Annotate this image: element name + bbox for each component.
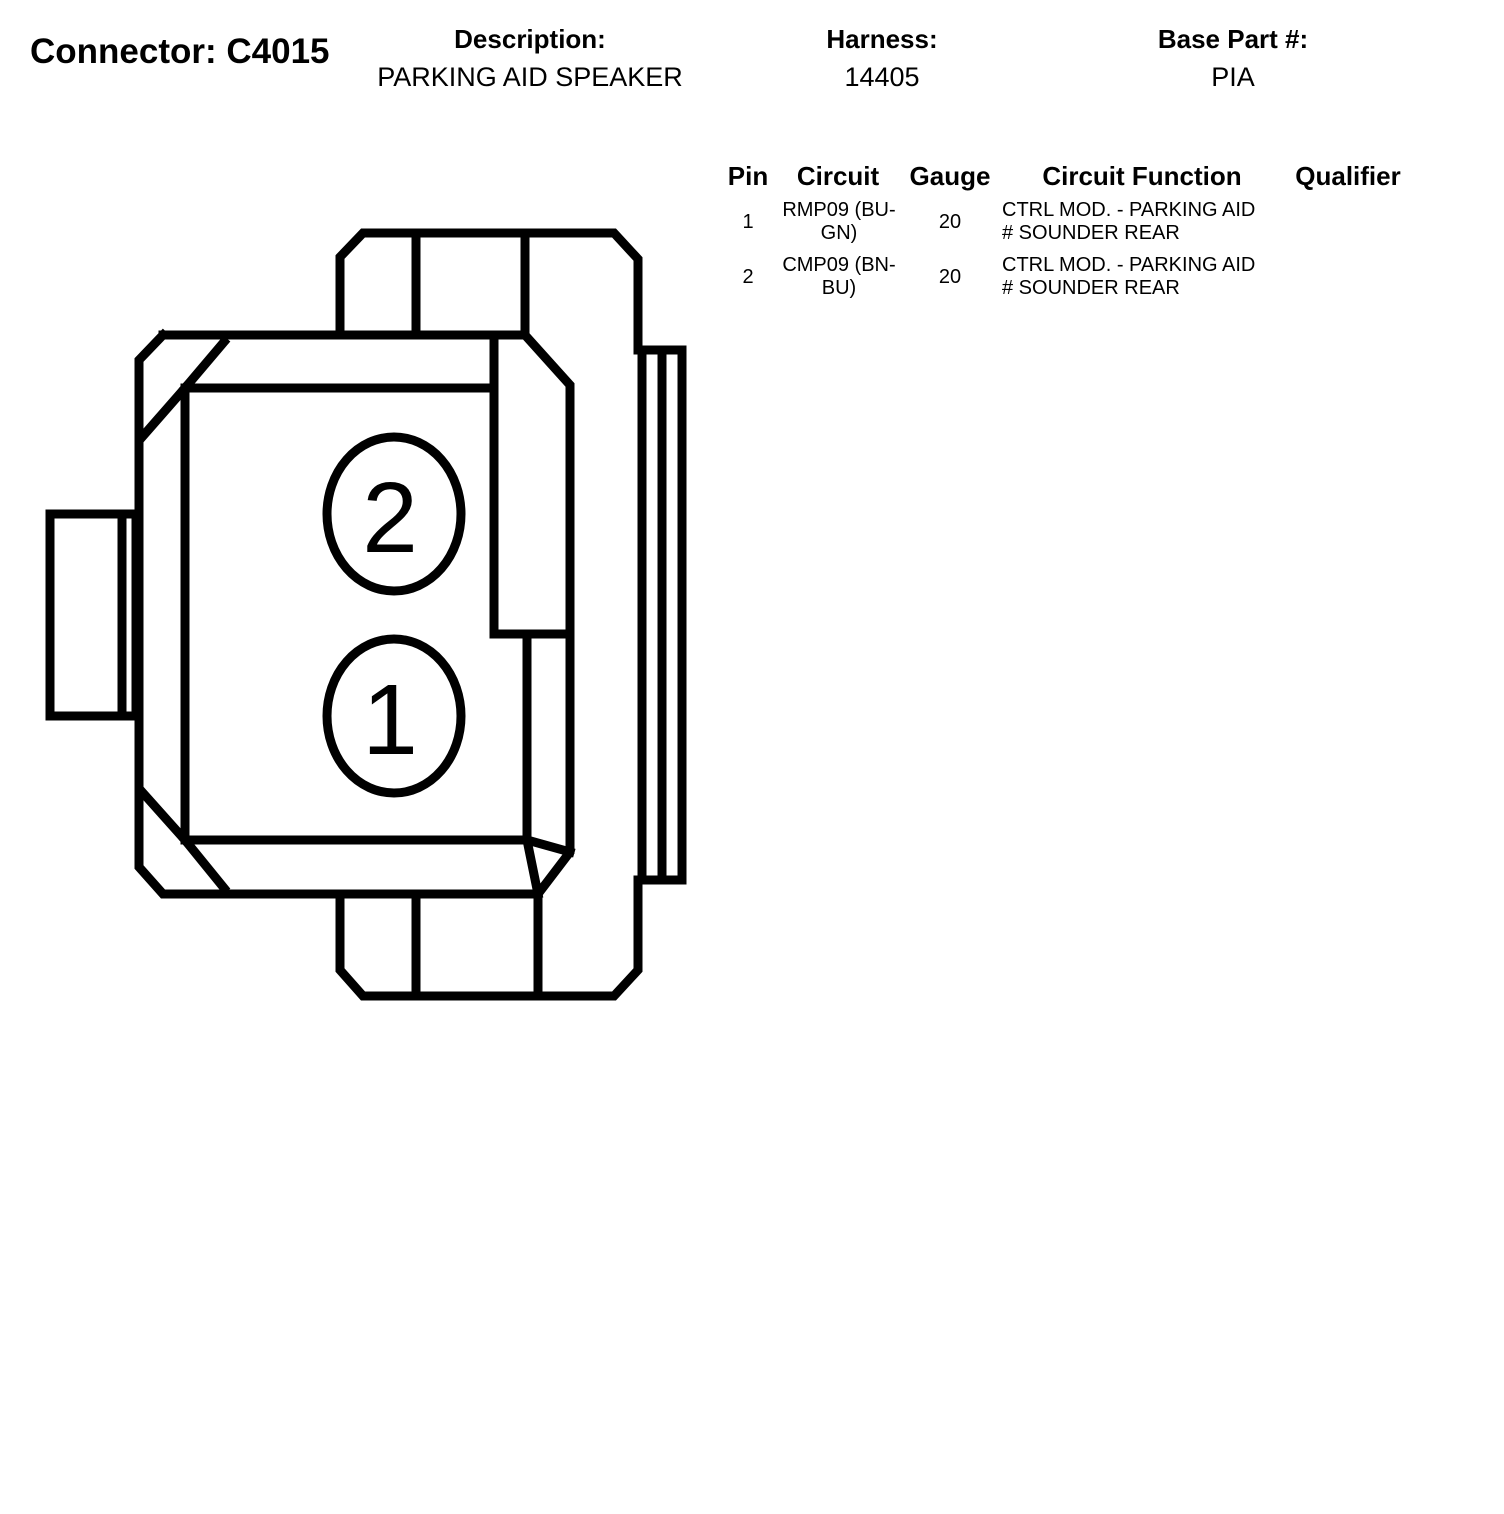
- function-cell: CTRL MOD. - PARKING AID # SOUNDER REAR: [1002, 254, 1292, 300]
- column-header-gauge: Gauge: [909, 161, 991, 191]
- connector-housing: [134, 328, 575, 899]
- top-latch: [335, 228, 643, 355]
- right-tab: [637, 345, 687, 885]
- function-line: # SOUNDER REAR: [1002, 277, 1180, 299]
- circuit-line: CMP09 (BN-: [782, 254, 896, 276]
- column-header-pin: Pin: [727, 161, 769, 191]
- description-label: Description:: [454, 24, 606, 54]
- harness-value: 14405: [844, 62, 920, 92]
- circuit-line: GN): [820, 222, 858, 244]
- base-part-value: PIA: [1211, 62, 1255, 92]
- circuit-cell: RMP09 (BU- GN): [764, 199, 914, 245]
- left-tab: [45, 509, 141, 721]
- circuit-line: BU): [821, 277, 857, 299]
- pin-cell: 2: [742, 266, 754, 288]
- pin-1-cavity: [322, 634, 466, 798]
- pin-cell: 1: [742, 211, 754, 233]
- function-cell: CTRL MOD. - PARKING AID # SOUNDER REAR: [1002, 199, 1292, 245]
- gauge-cell: 20: [938, 266, 962, 288]
- base-part-label: Base Part #:: [1157, 24, 1309, 54]
- description-value: PARKING AID SPEAKER: [377, 62, 683, 92]
- circuit-line: RMP09 (BU-: [782, 199, 896, 221]
- gauge-cell: 20: [938, 211, 962, 233]
- harness-label: Harness:: [826, 24, 938, 54]
- column-header-qualifier: Qualifier: [1295, 161, 1401, 191]
- column-header-circuit: Circuit: [796, 161, 880, 191]
- circuit-cell: CMP09 (BN- BU): [764, 254, 914, 300]
- column-header-circuit-function: Circuit Function: [1042, 161, 1242, 191]
- pin-2-cavity: [322, 432, 466, 596]
- connector-cavity: [136, 335, 576, 900]
- bottom-latch: [335, 875, 643, 1001]
- pin-2-label: 2: [362, 462, 418, 574]
- function-line: # SOUNDER REAR: [1002, 222, 1180, 244]
- pin-1-label: 1: [362, 664, 418, 776]
- function-line: CTRL MOD. - PARKING AID: [1002, 199, 1256, 221]
- connector-title: Connector: C4015: [30, 32, 330, 71]
- function-line: CTRL MOD. - PARKING AID: [1002, 254, 1256, 276]
